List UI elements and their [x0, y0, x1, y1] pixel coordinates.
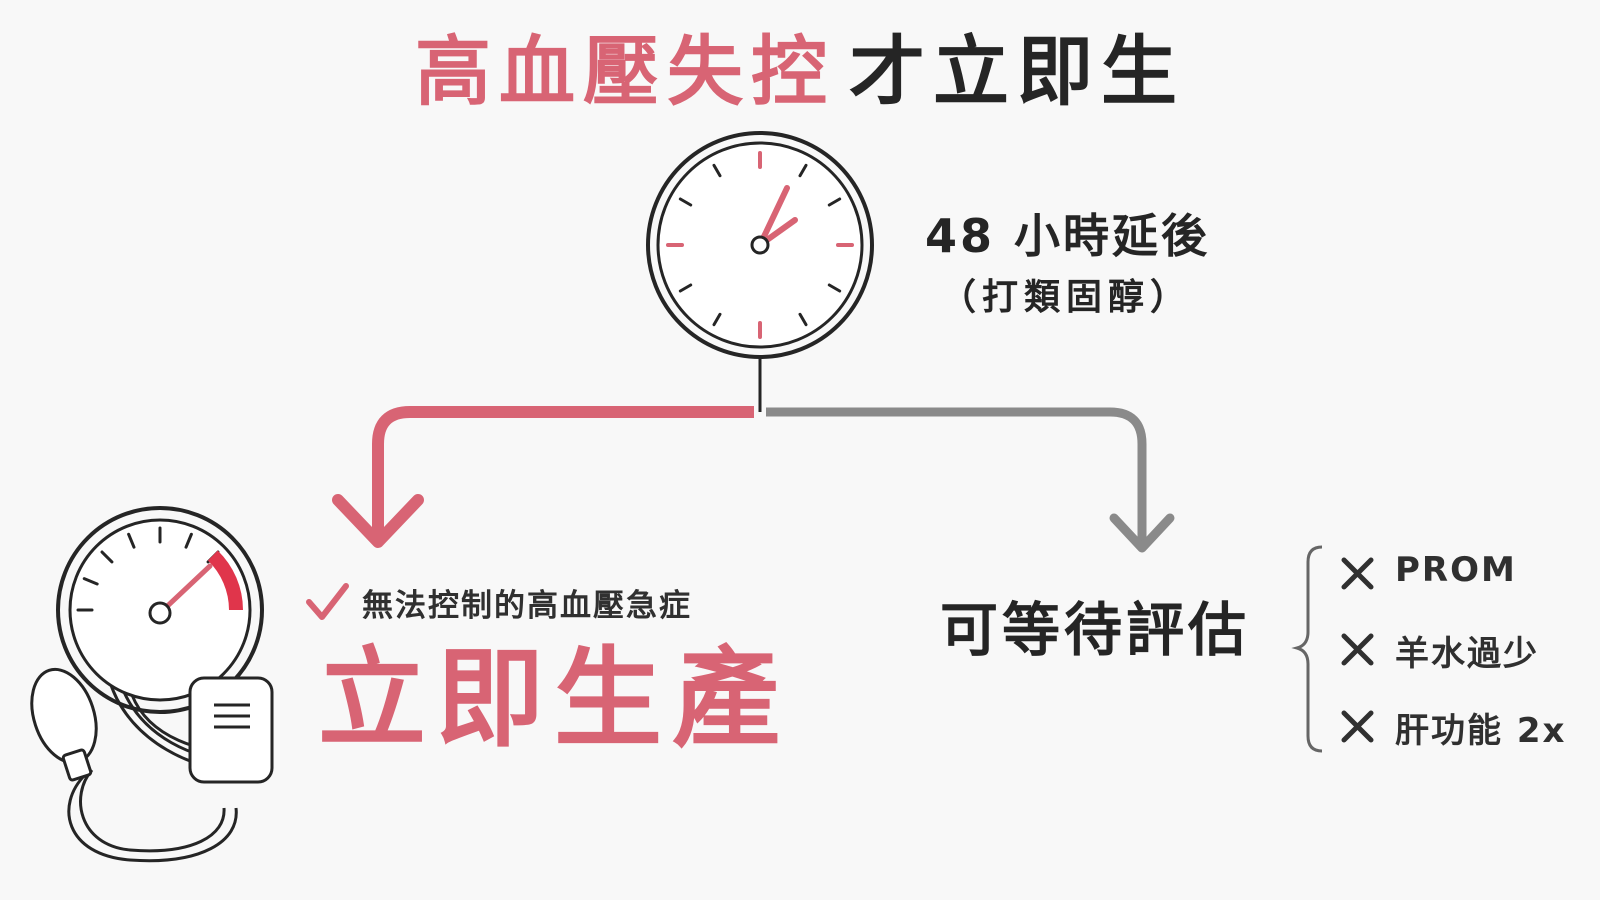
x-icon — [1341, 557, 1374, 590]
list-item: PROM — [1395, 550, 1517, 590]
check-icon — [306, 583, 349, 620]
blood-pressure-gauge-icon — [30, 506, 274, 863]
brace — [1291, 545, 1323, 753]
clock-tick — [827, 197, 842, 207]
gauge-tick — [127, 532, 136, 549]
wait-evaluate-label: 可等待評估 — [940, 596, 1251, 664]
x-icon — [1341, 710, 1374, 743]
gauge-tick — [100, 550, 114, 564]
clock-icon — [646, 131, 874, 359]
arrow-immediate — [332, 406, 754, 548]
page-title: 高血壓失控才立即生 — [0, 22, 1600, 122]
clock-tick — [712, 163, 722, 178]
clock-tick — [827, 283, 842, 293]
clock-ticks — [666, 151, 854, 339]
delay-label: 48 小時延後 — [925, 209, 1211, 263]
gauge-tick — [184, 532, 193, 549]
condition-label: 無法控制的高血壓急症 — [362, 588, 692, 624]
gauge-tick — [82, 577, 99, 586]
clock-tick — [712, 312, 722, 327]
clock-tick — [798, 163, 808, 178]
title-rest: 才立即生 — [849, 27, 1185, 116]
clock-tick — [678, 283, 693, 293]
arrow-wait — [766, 407, 1175, 553]
delay-sublabel: （打類固醇） — [940, 277, 1193, 318]
clock-tick — [678, 197, 693, 207]
title-accent: 高血壓失控 — [415, 27, 835, 116]
list-item: 肝功能 2x — [1395, 711, 1567, 751]
immediate-delivery-label: 立即生產 — [318, 637, 791, 762]
list-item: 羊水過少 — [1395, 634, 1539, 674]
clock-tick — [798, 312, 808, 327]
x-icon — [1341, 633, 1374, 666]
